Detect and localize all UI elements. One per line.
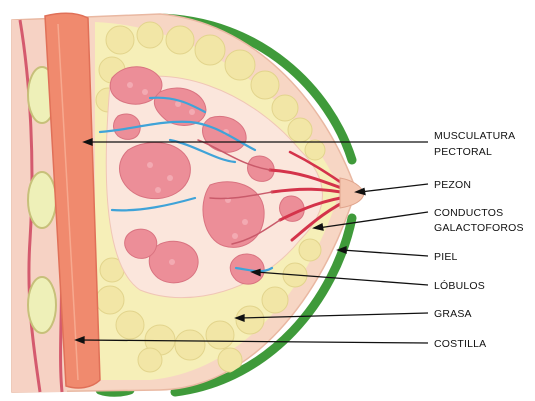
labels: MUSCULATURA PECTORAL PEZON CONDUCTOS GAL…: [434, 130, 524, 350]
label-pezon: PEZON: [434, 179, 471, 191]
label-lobulos: LÓBULOS: [434, 279, 485, 292]
label-conductos-line2: GALACTOFOROS: [434, 222, 524, 234]
label-costilla: COSTILLA: [434, 338, 486, 350]
label-grasa: GRASA: [434, 308, 472, 320]
label-conductos-line1: CONDUCTOS: [434, 207, 503, 219]
label-piel: PIEL: [434, 251, 458, 263]
label-musculatura-line2: PECTORAL: [434, 146, 492, 158]
label-musculatura-line1: MUSCULATURA: [434, 130, 515, 142]
